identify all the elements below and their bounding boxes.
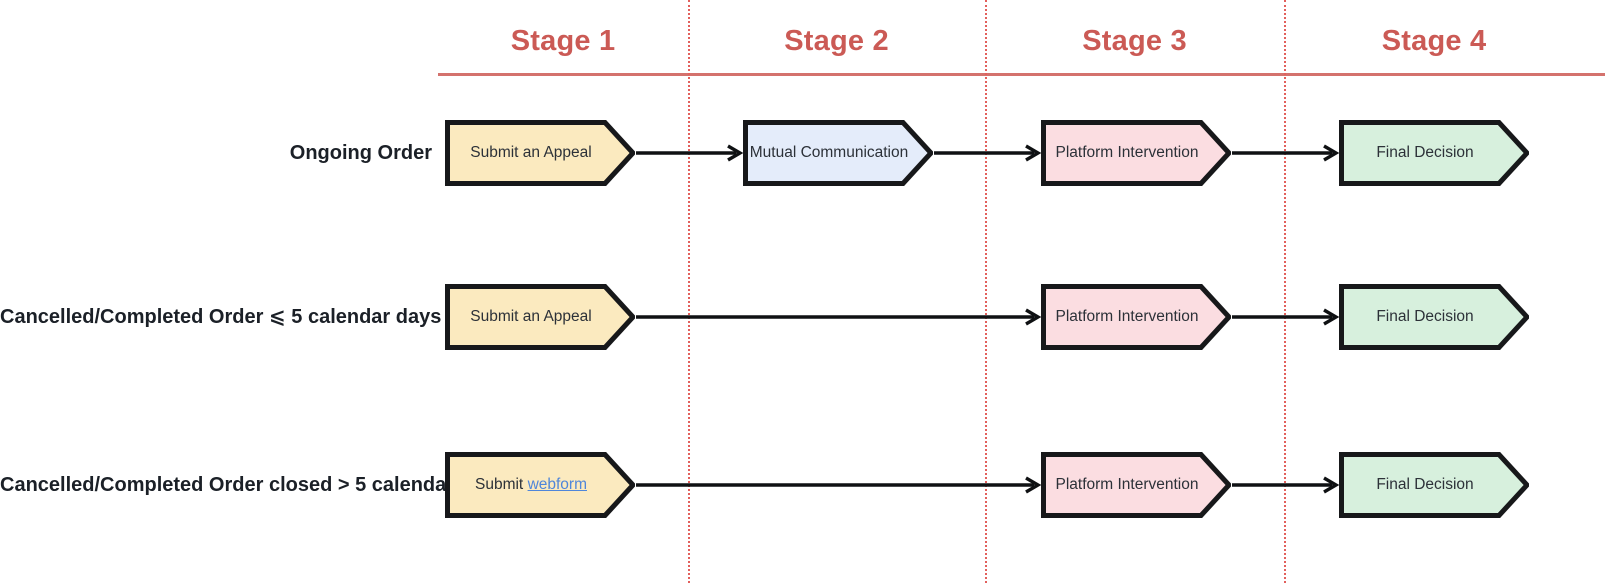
chevron-shape	[1041, 120, 1231, 186]
node-label: Submit an Appeal	[470, 144, 592, 161]
chevron-shape	[445, 120, 635, 186]
webform-link[interactable]: webform	[527, 476, 587, 493]
chevron-shape	[445, 284, 635, 350]
node-submit-an-appeal-row1[interactable]: Submit an Appeal	[445, 120, 635, 186]
row-label-cancelled-le-5-days: Cancelled/Completed Order ⩽ 5 calendar d…	[0, 306, 442, 328]
node-mutual-communication-row1[interactable]: Mutual Communication	[743, 120, 933, 186]
node-platform-intervention-row3[interactable]: Platform Intervention	[1041, 452, 1231, 518]
header-rule	[438, 73, 1605, 76]
chevron-shape	[1041, 452, 1231, 518]
connector-row1-stage2-to-stage3	[934, 144, 1042, 162]
node-platform-intervention-row2[interactable]: Platform Intervention	[1041, 284, 1231, 350]
stage-header-1: Stage 1	[510, 25, 616, 57]
stage-divider-2	[985, 0, 987, 583]
node-label: Submit webform	[475, 476, 605, 494]
node-label: Final Decision	[1376, 144, 1474, 161]
chevron-shape	[1339, 452, 1529, 518]
node-platform-intervention-row1[interactable]: Platform Intervention	[1041, 120, 1231, 186]
stage-header-4: Stage 4	[1381, 25, 1487, 57]
node-final-decision-row1[interactable]: Final Decision	[1339, 120, 1529, 186]
chevron-shape	[1339, 120, 1529, 186]
stage-divider-1	[688, 0, 690, 583]
node-label: Final Decision	[1376, 476, 1474, 493]
node-submit-an-appeal-row2[interactable]: Submit an Appeal	[445, 284, 635, 350]
chevron-shape	[743, 120, 933, 186]
node-label: Platform Intervention	[1055, 144, 1199, 161]
node-label: Platform Intervention	[1055, 308, 1199, 325]
stage-header-3: Stage 3	[1082, 25, 1187, 57]
node-submit-webform-row3[interactable]: Submit webform	[445, 452, 635, 518]
node-label: Platform Intervention	[1055, 476, 1199, 493]
connector-row1-stage3-to-stage4	[1232, 144, 1340, 162]
node-label: Mutual Communication	[749, 144, 909, 161]
node-final-decision-row3[interactable]: Final Decision	[1339, 452, 1529, 518]
row-label-ongoing-order: Ongoing Order	[289, 142, 432, 164]
node-label: Submit an Appeal	[470, 308, 592, 325]
connector-row2-stage1-to-stage3	[636, 308, 1042, 326]
connector-row3-stage3-to-stage4	[1232, 476, 1340, 494]
chevron-shape	[1041, 284, 1231, 350]
stage-divider-3	[1284, 0, 1286, 583]
chevron-shape	[445, 452, 635, 518]
connector-row3-stage1-to-stage3	[636, 476, 1042, 494]
node-label-text: Submit	[475, 476, 528, 493]
chevron-shape	[1339, 284, 1529, 350]
connector-row1-stage1-to-stage2	[636, 144, 744, 162]
row-label-cancelled-gt-5-days: Cancelled/Completed Order closed > 5 cal…	[0, 474, 506, 496]
stage-header-2: Stage 2	[784, 25, 889, 57]
node-final-decision-row2[interactable]: Final Decision	[1339, 284, 1529, 350]
connector-row2-stage3-to-stage4	[1232, 308, 1340, 326]
node-label: Final Decision	[1376, 308, 1474, 325]
